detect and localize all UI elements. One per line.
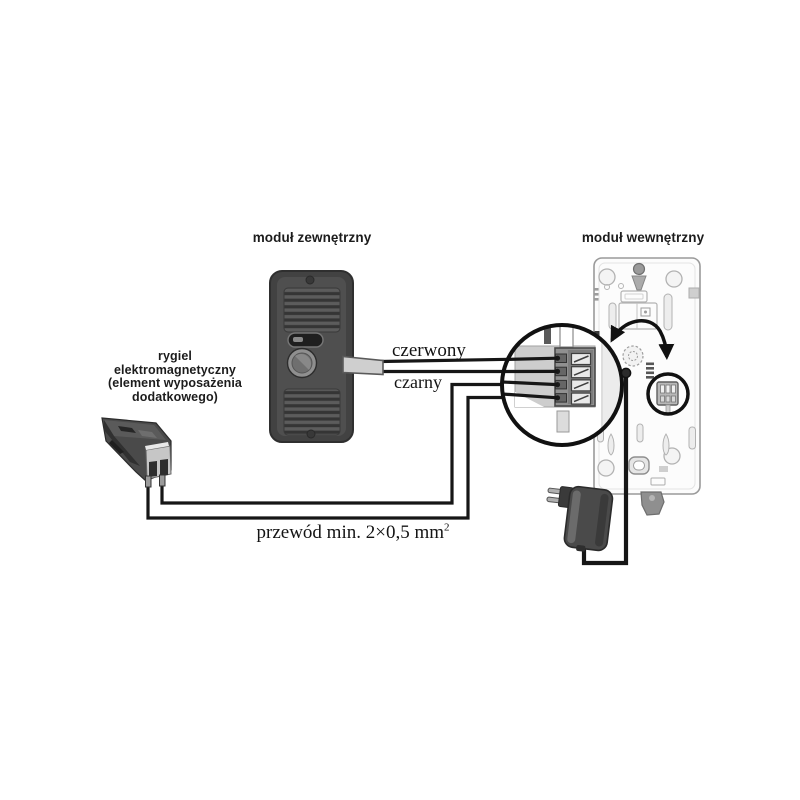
doorbell-button — [286, 347, 318, 379]
mini-magnifier-circle — [646, 372, 690, 416]
vent-ridges-bottom — [283, 388, 341, 436]
cable-conduit — [342, 355, 384, 376]
screw-hole-top — [305, 275, 315, 285]
cable-spec-superscript: 2 — [444, 521, 450, 534]
mounting-hole — [597, 459, 615, 477]
black-wire-label: czarny — [394, 372, 442, 392]
bolt-label-line: (element wyposażenia — [108, 376, 242, 391]
bolt-label-line: rygiel — [158, 349, 192, 363]
internal-module-label: moduł wewnętrzny — [581, 230, 705, 245]
mounting-hole — [665, 270, 683, 288]
hanger-keyhole — [631, 262, 647, 291]
vent-bars — [646, 362, 654, 379]
red-wire-label: czerwony — [392, 340, 466, 361]
mounting-hole — [598, 268, 616, 286]
internal-module-panel — [593, 257, 701, 516]
terminal-block — [554, 347, 596, 407]
power-cable — [581, 372, 629, 566]
bolt-pin — [145, 475, 152, 488]
bolt-label-line: elektromagnetyczny — [114, 362, 236, 377]
magnifier-circle — [500, 323, 624, 447]
cable-spec-text: przewód min. 2×0,5 mm — [256, 522, 445, 543]
terminal-block-magnified — [500, 323, 624, 447]
zoom-arrow — [610, 319, 675, 360]
cable-pass-hole — [628, 456, 650, 475]
external-module-illustration — [269, 270, 354, 443]
bolt-socket — [160, 459, 168, 476]
cable-spec-label: przewód min. 2×0,5 mm2 — [248, 522, 458, 544]
mini-terminal-block — [656, 381, 679, 414]
power-connector-dot — [620, 367, 632, 379]
wire-bolt-1 — [160, 382, 558, 505]
bolt-pin — [159, 474, 166, 487]
power-adapter — [546, 485, 614, 552]
bolt-socket — [149, 461, 157, 477]
screw-hole-bottom — [306, 429, 316, 439]
bolt-label-line: dodatkowego) — [132, 389, 218, 404]
electromagnetic-bolt — [101, 417, 172, 488]
vent-ridges-top — [283, 287, 341, 333]
bottom-clip — [640, 491, 665, 516]
nameplate-window — [287, 332, 324, 348]
speaker-moulding — [622, 345, 644, 367]
electromagnetic-bolt-label: rygiel elektromagnetyczny (element wypos… — [100, 349, 250, 404]
wire-bolt-2 — [146, 395, 558, 520]
external-module-label: moduł zewnętrzny — [252, 230, 372, 245]
